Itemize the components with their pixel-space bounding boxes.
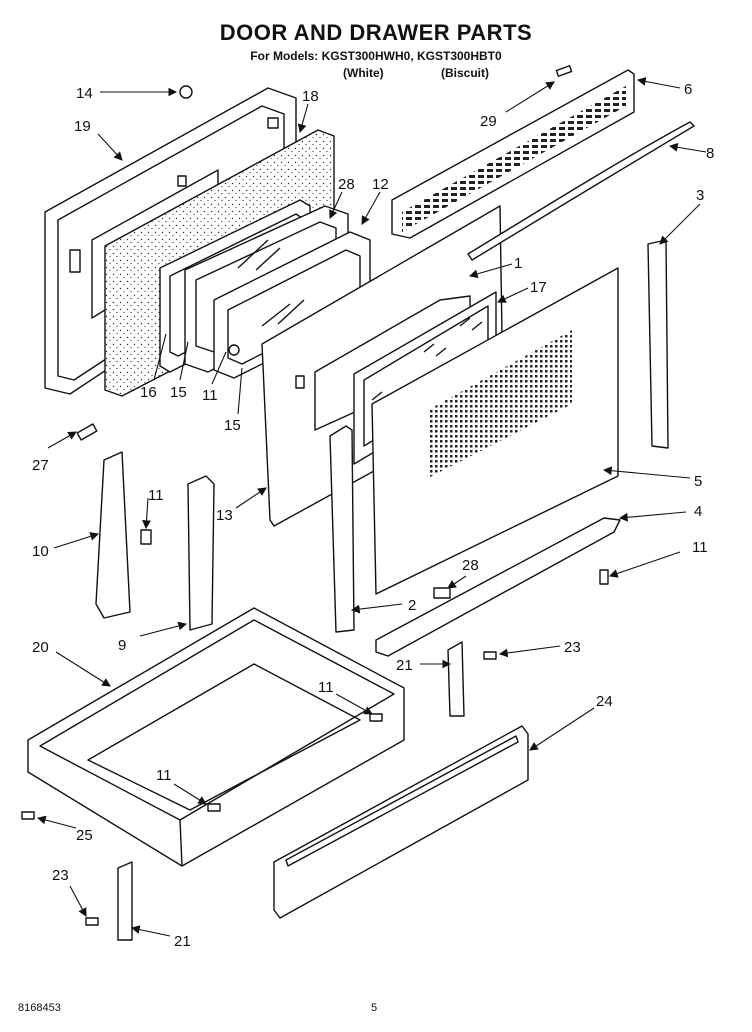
callout-4: 4: [694, 503, 702, 520]
callout-9: 9: [118, 637, 126, 654]
callout-leaders: [36, 77, 707, 937]
drawer-slide-bracket-left: [95, 451, 131, 619]
variant-white-label: (White): [343, 66, 384, 80]
callout-17: 17: [530, 279, 547, 296]
variant-biscuit-label: (Biscuit): [441, 66, 489, 80]
callout-11-bracket: 11: [148, 487, 164, 504]
door-handle: [467, 121, 695, 261]
callout-13: 13: [216, 507, 233, 524]
callout-12: 12: [372, 176, 389, 193]
page-number: 5: [371, 1002, 378, 1014]
drawer-spacer: [187, 475, 215, 631]
callout-24: 24: [596, 693, 613, 710]
screws: [21, 65, 609, 926]
callout-numbers: 14 18 19 28 12 29 6 8 3 1 17 16 15 11 15…: [32, 81, 714, 950]
callout-28-bottom: 28: [462, 557, 479, 574]
drawer-bracket-lower: [117, 861, 133, 941]
drawer-front: [273, 725, 529, 919]
drawer-assembly: [27, 607, 405, 867]
page-title: DOOR AND DRAWER PARTS: [219, 20, 533, 45]
callout-1: 1: [514, 255, 522, 272]
callout-5: 5: [694, 473, 702, 490]
door-side-trim-left: [329, 425, 355, 633]
callout-11-drawer-side: 11: [318, 679, 334, 696]
models-line: For Models: KGST300HWH0, KGST300HBT0: [250, 49, 502, 63]
callout-14: 14: [76, 85, 93, 102]
callout-29: 29: [480, 113, 497, 130]
callout-20: 20: [32, 639, 49, 656]
drawer-slide-bracket-right: [447, 641, 465, 717]
callout-19: 19: [74, 118, 91, 135]
callout-27: 27: [32, 457, 49, 474]
callout-2: 2: [408, 597, 416, 614]
hinge-clip: [76, 423, 98, 441]
callout-18: 18: [302, 88, 319, 105]
callout-10: 10: [32, 543, 49, 560]
callout-21-left: 21: [174, 933, 191, 950]
callout-28-top: 28: [338, 176, 355, 193]
door-side-trim-right: [647, 239, 669, 449]
callout-11-drawer-back: 11: [156, 767, 172, 784]
callout-21-right: 21: [396, 657, 413, 674]
door-bottom-trim: [375, 517, 621, 657]
callout-11-trim: 11: [692, 539, 708, 556]
callout-8: 8: [706, 145, 714, 162]
callout-23-left: 23: [52, 867, 69, 884]
callout-15-lower: 15: [224, 417, 241, 434]
callout-15-upper: 15: [170, 384, 187, 401]
document-number: 8168453: [18, 1002, 61, 1014]
callout-11-door: 11: [202, 387, 218, 404]
callout-6: 6: [684, 81, 692, 98]
callout-3: 3: [696, 187, 704, 204]
callout-16: 16: [140, 384, 157, 401]
callout-23-right: 23: [564, 639, 581, 656]
vent-trim: [391, 69, 635, 239]
callout-25: 25: [76, 827, 93, 844]
